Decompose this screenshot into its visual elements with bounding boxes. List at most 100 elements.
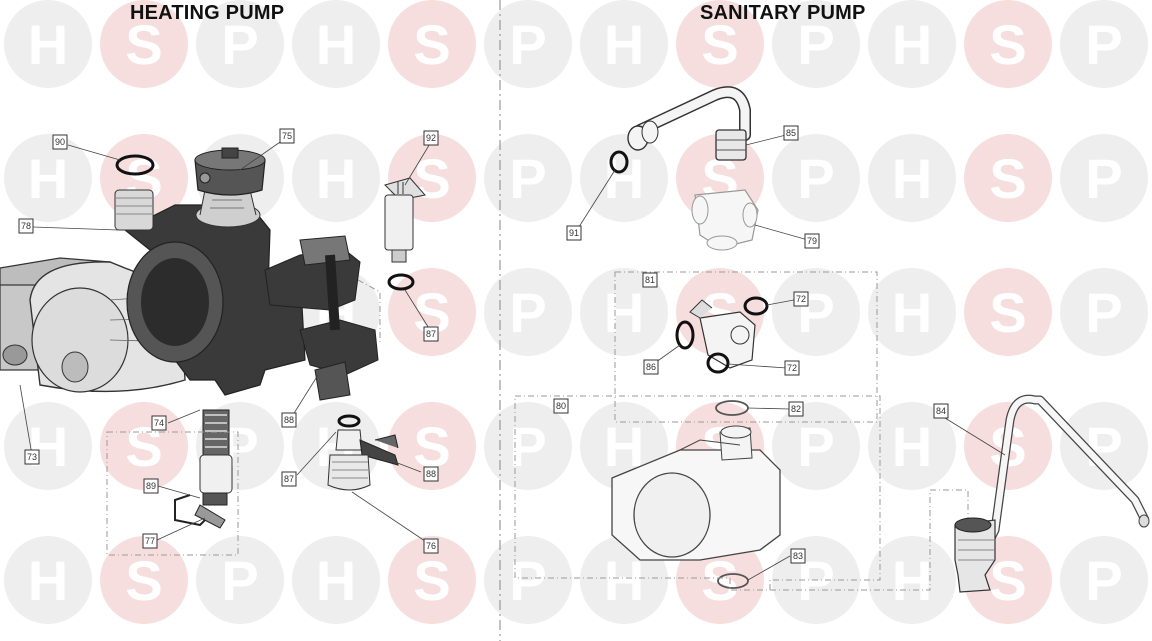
watermark-letter: S [413,549,450,612]
watermark-circle [580,0,668,88]
callout-box [423,466,439,482]
callout-number: 91 [569,228,579,238]
watermark-letter: P [509,549,546,612]
watermark-letter: H [604,281,644,344]
watermark-letter: P [797,281,834,344]
watermark-circle [484,268,572,356]
callout-box [281,412,297,428]
watermark-letter: P [221,13,258,76]
callout-number: 84 [936,406,946,416]
callout-box [566,225,582,241]
watermark-letter: H [316,13,356,76]
callout-box [423,130,439,146]
callout-box [423,326,439,342]
sanitary-pump-title: SANITARY PUMP [700,2,866,24]
callout-number: 82 [791,404,801,414]
watermark-circle [580,134,668,222]
watermark-letter: H [604,13,644,76]
callout-box [793,291,809,307]
callout-box [790,548,806,564]
watermark-circle [292,536,380,624]
watermark-circle [4,0,92,88]
watermark-circle [676,0,764,88]
o-ring-72a-icon [743,296,769,316]
watermark-letter: H [892,281,932,344]
watermark-circle [388,0,476,88]
air-vent-icon [194,147,266,196]
callout-box [784,360,800,376]
heating-pump-title: HEATING PUMP [130,2,285,24]
watermark-circle [964,0,1052,88]
sanitary-pump-body-icon [611,425,781,561]
watermark-letter: S [125,549,162,612]
watermark-letter: P [509,147,546,210]
pump-body-icon [114,189,306,396]
callout-number: 74 [154,418,164,428]
callout-box [788,401,804,417]
callout-number: 78 [21,221,31,231]
watermark-circle [484,402,572,490]
watermark-letter: S [989,13,1026,76]
watermark-circle [1060,536,1148,624]
watermark-letter: S [989,147,1026,210]
tee-fitting-icon [691,189,759,251]
callout-number: 83 [793,551,803,561]
o-ring-90-icon [115,154,155,176]
callout-number: 88 [426,469,436,479]
callout-number: 87 [284,474,294,484]
watermark-circle [772,402,860,490]
bypass-manifold-icon [264,235,379,401]
o-ring-86-icon [675,320,695,350]
watermark-circle [964,268,1052,356]
callout-number: 87 [426,329,436,339]
callout-number: 79 [807,236,817,246]
watermark-letter: P [509,281,546,344]
callout-number: 86 [646,362,656,372]
callout-box [142,533,158,549]
callout-box [281,471,297,487]
callout-number: 81 [645,275,655,285]
callout-box [642,272,658,288]
callout-box [804,233,820,249]
watermark-letter: H [892,415,932,478]
watermark-letter: P [1085,549,1122,612]
callout-number: 77 [145,536,155,546]
watermark-circle [772,268,860,356]
watermark-letter: S [413,13,450,76]
sanitary-pump-parts [514,86,1150,593]
callout-number: 72 [796,294,806,304]
watermark-circle [868,0,956,88]
long-pipe-icon [954,394,1150,593]
callout-box [24,449,40,465]
watermark-letter: H [892,147,932,210]
watermark-letter: H [892,549,932,612]
callout-box [143,478,159,494]
watermark-letter: P [797,13,834,76]
watermark-letter: H [28,13,68,76]
watermark-letter: S [413,147,450,210]
watermark-circle [1060,402,1148,490]
watermark-circle [484,536,572,624]
watermark-circle [388,536,476,624]
watermark-letter: P [797,147,834,210]
watermark-circle [100,0,188,88]
watermark-circle [868,268,956,356]
watermark-circle [868,134,956,222]
watermark-circle [196,536,284,624]
watermark-circle [580,268,668,356]
watermark-letter: H [604,549,644,612]
callout-box [18,218,34,234]
callout-number: 92 [426,133,436,143]
watermark-circle [772,0,860,88]
watermark-circle [1060,134,1148,222]
watermark-letter: H [316,549,356,612]
watermark-circle [868,536,956,624]
watermark-letter: H [892,13,932,76]
callout-number: 75 [282,131,292,141]
watermark-letter: P [509,13,546,76]
watermark-circle [4,536,92,624]
watermark-letter: H [316,147,356,210]
watermark-letter: H [28,415,68,478]
